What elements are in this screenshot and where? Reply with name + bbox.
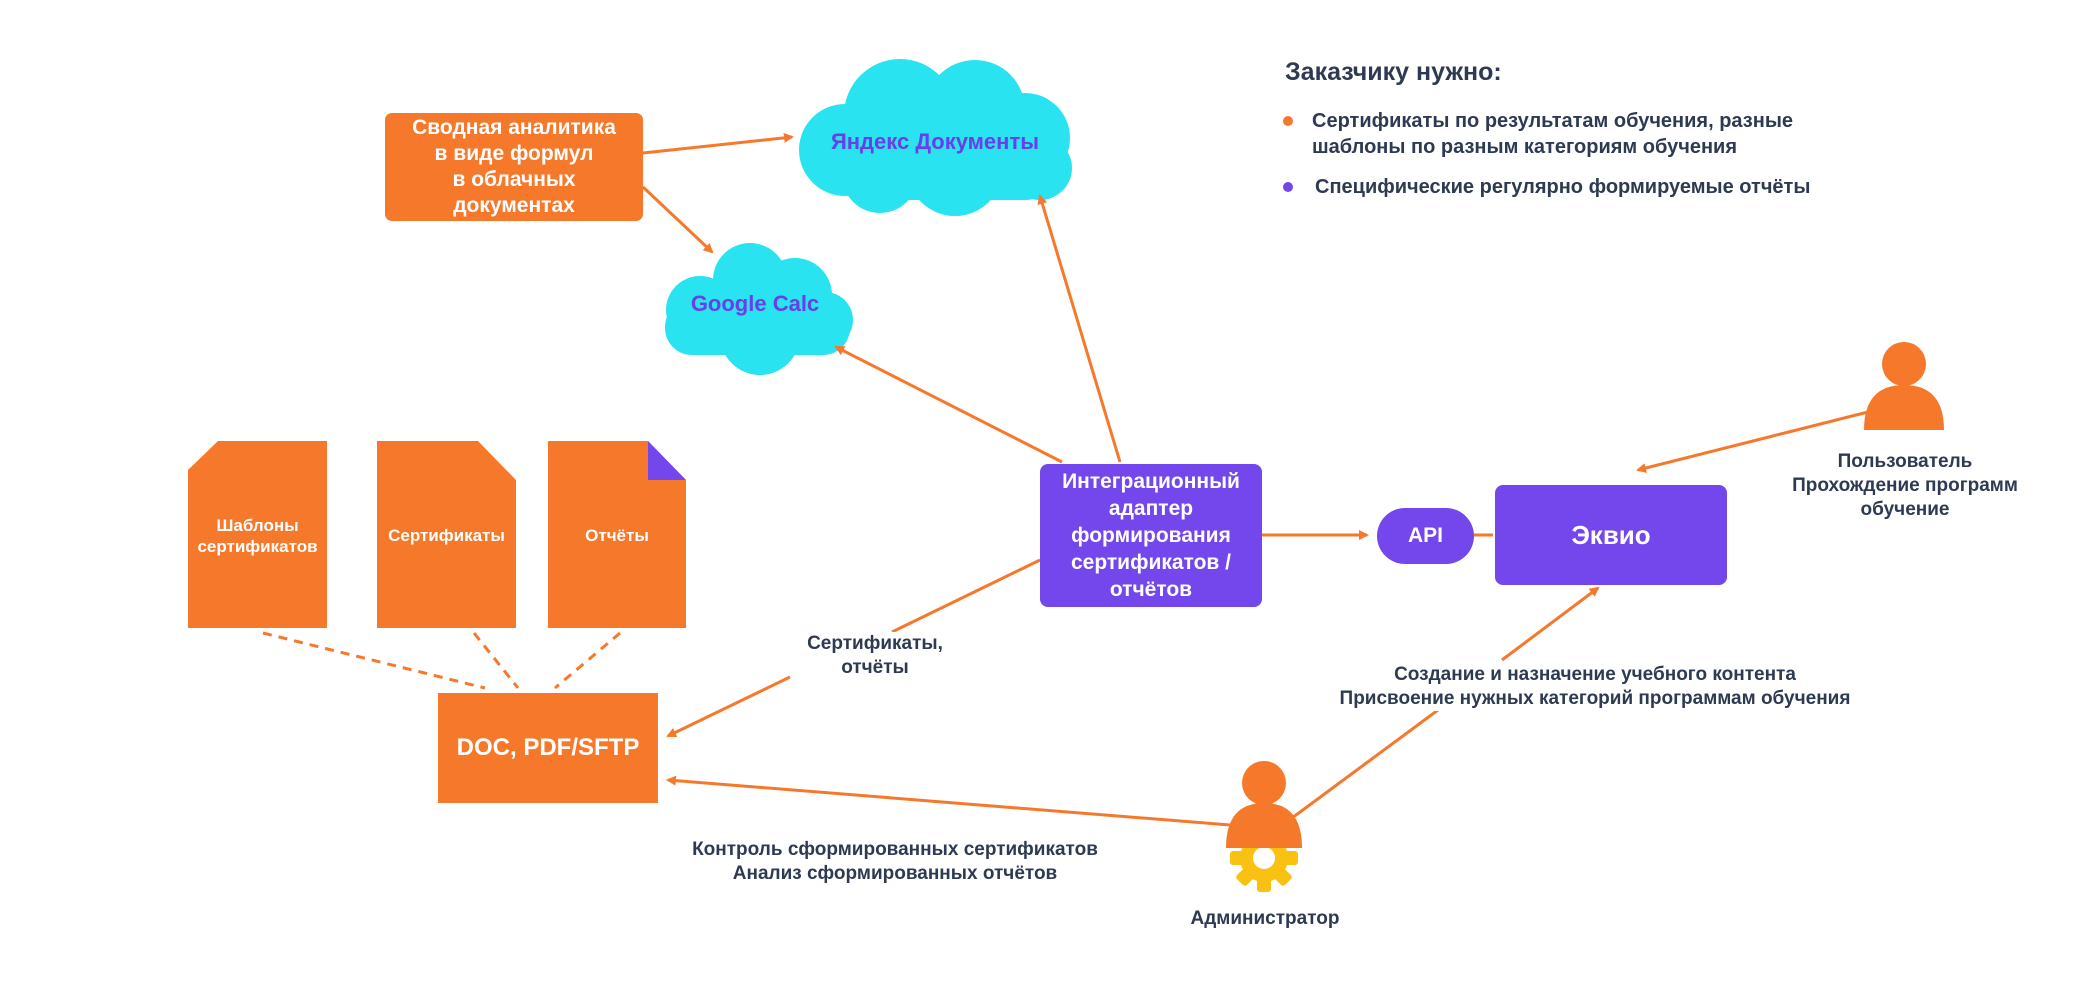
requirement-bullet-orange xyxy=(1283,116,1293,126)
doc-reports-label: Отчёты xyxy=(585,526,649,545)
requirement-item-1: Сертификаты по результатам обучения, раз… xyxy=(1312,110,1794,158)
arrows xyxy=(641,132,1869,827)
analytics-label: Сводная аналитика в виде формул в облачн… xyxy=(412,116,616,217)
api-pill: API xyxy=(1377,508,1474,564)
ekvio-label: Эквио xyxy=(1571,519,1651,550)
doc-certificates-label: Сертификаты xyxy=(388,526,505,545)
adapter-box: Интеграционный адаптер формирования серт… xyxy=(1040,464,1262,607)
control-label: Контроль сформированных сертификатов Ана… xyxy=(692,839,1098,884)
yandex-docs-cloud xyxy=(799,59,1072,216)
doc-reports-corner xyxy=(648,441,686,480)
storage-box: DOC, PDF/SFTP xyxy=(438,693,658,803)
doc-templates-icon xyxy=(188,441,327,628)
arrow-adapter-to-google xyxy=(834,345,1063,464)
admin-gear-person-icon xyxy=(1226,761,1302,892)
arrow-analytics-to-google xyxy=(641,185,714,254)
certs-reports-label: Сертификаты, отчёты xyxy=(795,632,955,680)
arrow-analytics-to-yandex xyxy=(642,132,794,155)
arrow-adapter-to-yandex xyxy=(1037,194,1122,463)
ekvio-box: Эквио xyxy=(1495,485,1727,585)
content-label: Создание и назначение учебного контента … xyxy=(1300,663,1890,711)
requirements-title: Заказчику нужно: xyxy=(1285,58,1502,86)
user-person-icon xyxy=(1864,342,1944,430)
yandex-docs-label: Яндекс Документы xyxy=(830,129,1040,154)
api-label: API xyxy=(1407,524,1443,547)
arrow-user-to-ekvio xyxy=(1636,410,1869,473)
arrow-admin-to-ekvio-b xyxy=(1501,586,1600,662)
storage-label: DOC, PDF/SFTP xyxy=(456,734,640,761)
google-calc-label: Google Calc xyxy=(690,291,820,316)
doc-reports-icon xyxy=(548,441,686,628)
doc-templates-label: Шаблоны сертификатов xyxy=(197,516,318,556)
google-calc-cloud xyxy=(665,243,853,375)
requirement-bullet-purple xyxy=(1283,182,1293,192)
requirement-item-2: Специфические регулярно формируемые отчё… xyxy=(1315,176,1811,198)
doc-certificates-icon xyxy=(377,441,516,628)
arrow-admin-to-storage xyxy=(666,775,1231,827)
analytics-box: Сводная аналитика в виде формул в облачн… xyxy=(385,113,643,221)
user-label: Пользователь Прохождение программ обучен… xyxy=(1792,451,2018,520)
arrow-admin-to-ekvio-a xyxy=(1291,708,1439,820)
arrow-adapter-to-storage-b xyxy=(666,675,791,738)
dashed-connectors xyxy=(262,631,621,690)
arrow-adapter-to-storage-a xyxy=(891,558,1041,634)
admin-label: Администратор xyxy=(1190,908,1340,929)
adapter-label: Интеграционный адаптер формирования серт… xyxy=(1062,470,1240,601)
